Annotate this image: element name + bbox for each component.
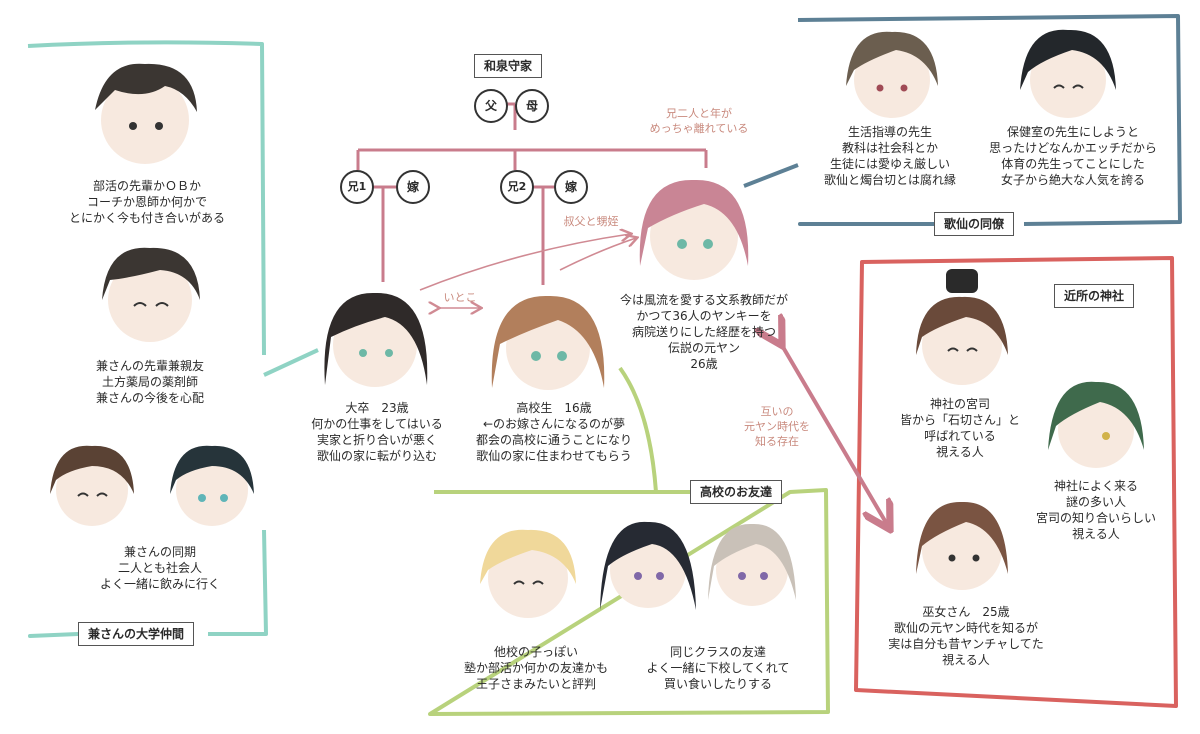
- uncle-arrow-kane: [419, 234, 630, 291]
- avatar-kane: [324, 292, 428, 387]
- university-group-label: 兼さんの大学仲間: [78, 622, 195, 646]
- university-group-border: [27, 40, 268, 638]
- avatar-colleague-1: [846, 31, 938, 118]
- colleagues-group-label: 歌仙の同僚: [934, 212, 1015, 236]
- girl-description: 高校生 16歳 ←のお嫁さんになるのが夢 都会の高校に通うことになり 歌仙の家に…: [475, 401, 632, 463]
- university-member3-description: 兼さんの同期 二人とも社会人 よく一緒に飲みに行く: [99, 545, 220, 591]
- school-attach-line: [618, 366, 658, 493]
- kasen-description: 今は風流を愛する文系教師だが かつて36人のヤンキーを 病院送りにした経歴を持つ…: [619, 293, 788, 371]
- avatar-shrine-1: [916, 269, 1008, 385]
- mother-node: 母: [515, 89, 549, 123]
- avatar-shrine-2: [1048, 381, 1144, 468]
- avatar-school-2: [600, 521, 696, 610]
- avatar-school-3: [708, 523, 796, 606]
- shrine-member1-description: 神社の宮司 皆から「石切さん」と 呼ばれている 視える人: [899, 397, 1020, 459]
- avatar-university-3: [50, 445, 134, 526]
- family-title: 和泉守家: [474, 54, 543, 78]
- wife1-node: 嫁: [396, 170, 430, 204]
- avatar-colleague-2: [1020, 29, 1116, 118]
- wife2-node: 嫁: [554, 170, 588, 204]
- cousin-note: いとこ: [443, 291, 477, 304]
- shrine-member2-description: 神社によく来る 謎の多い人 宮司の知り合いらしい 視える人: [1035, 479, 1156, 541]
- father-node: 父: [474, 89, 508, 123]
- university-member1-description: 部活の先輩かＯＢか コーチか恩師か何かで とにかく今も付き合いがある: [68, 179, 225, 225]
- colleague-member2-description: 保健室の先生にしようと 思ったけどなんかエッチだから 体育の先生ってことにした …: [989, 125, 1157, 187]
- colleagues-attach-line: [743, 163, 799, 188]
- avatar-university-4: [170, 445, 254, 526]
- age-gap-note: 兄二人と年が めっちゃ離れている: [649, 107, 749, 135]
- avatar-university-2: [102, 247, 200, 342]
- university-attach-line: [263, 348, 319, 377]
- uncle-note: 叔父と甥姪: [563, 215, 619, 228]
- school-member2-description: 同じクラスの友達 よく一緒に下校してくれて 買い食いしたりする: [646, 645, 790, 691]
- avatar-university-1: [95, 63, 197, 164]
- ex-yankee-arrow: [780, 342, 888, 526]
- school-friends-group-label: 高校のお友達: [690, 480, 783, 504]
- university-member2-description: 兼さんの先輩兼親友 土方薬局の薬剤師 兼さんの今後を心配: [95, 359, 204, 405]
- school-member1-description: 他校の子っぽい 塾か部活か何かの友達かも 王子さまみたいと評判: [463, 645, 608, 691]
- avatar-girl: [491, 295, 605, 390]
- avatar-school-1: [480, 529, 576, 618]
- avatar-shrine-3: [916, 501, 1008, 590]
- brother1-node: 兄1: [340, 170, 374, 204]
- ex-yankee-note: 互いの 元ヤン時代を 知る存在: [744, 405, 810, 448]
- shrine-group-label: 近所の神社: [1054, 284, 1135, 308]
- kane-description: 大卒 23歳 何かの仕事をしてはいる 実家と折り合いが悪く 歌仙の家に転がり込む: [311, 401, 443, 463]
- uncle-arrow-girl: [559, 238, 636, 271]
- colleague-member1-description: 生活指導の先生 教科は社会科とか 生徒には愛ゆえ厳しい 歌仙と燭台切とは腐れ縁: [823, 125, 956, 187]
- brother2-node: 兄2: [500, 170, 534, 204]
- shrine-member3-description: 巫女さん 25歳 歌仙の元ヤン時代を知るが 実は自分も昔ヤンチャしてた 視える人: [888, 605, 1044, 667]
- colleagues-group-border: [797, 14, 1182, 226]
- shrine-group-border: [854, 256, 1178, 708]
- avatar-kasen: [639, 179, 749, 280]
